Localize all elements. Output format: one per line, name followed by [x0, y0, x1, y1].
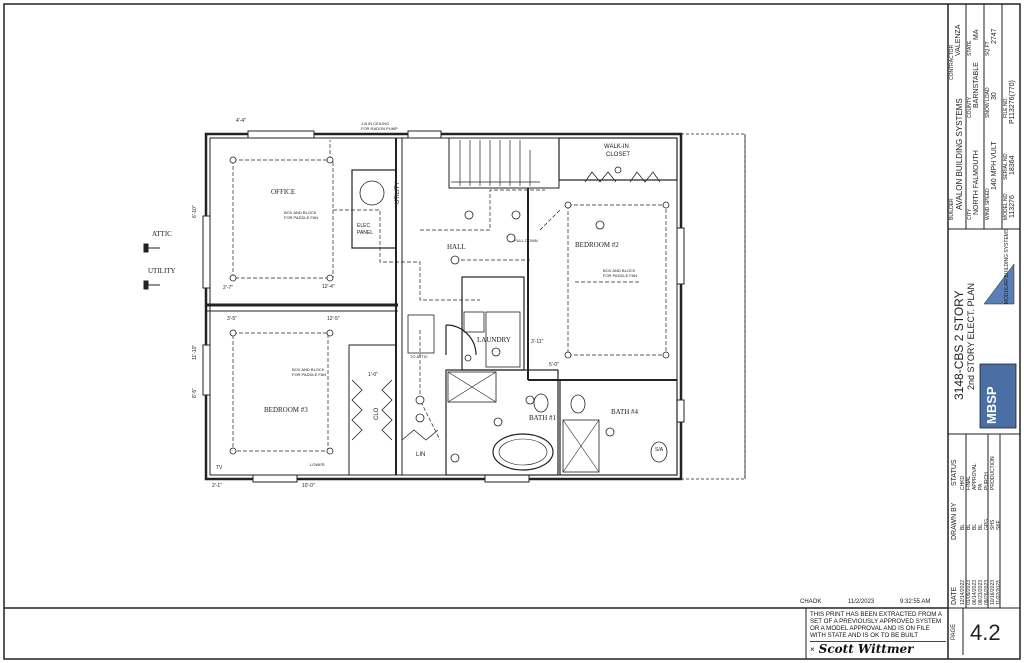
- tb-sheet-title-1: 3148-CBS 2 STORY: [952, 290, 966, 400]
- tb-logo: MBSP: [984, 386, 999, 424]
- room-label-walkin-2: CLOSET: [606, 152, 631, 158]
- dim-d5: 2'-1": [212, 483, 222, 489]
- note-paddle-office-1: BOX AND BLOCK: [284, 210, 317, 215]
- dim-d4: 12'-5": [327, 316, 340, 322]
- tb-page-label: PAGE: [951, 623, 957, 640]
- tb-page-number: 4.2: [970, 620, 1001, 645]
- chaok-label: CHAOK: [800, 599, 822, 605]
- label-utility: UTILITY: [148, 267, 176, 275]
- note-to-attic: TO ATTIC: [410, 354, 428, 359]
- dim-left-b: 11'-10": [192, 344, 198, 360]
- dim-d8: 1'-0": [368, 372, 378, 378]
- room-label-bedroom-2: BEDROOM #2: [575, 241, 619, 249]
- stamp-line-4: WITH STATE AND IS OK TO BE BUILT: [810, 632, 919, 639]
- room-label-utility: UTILITY: [395, 181, 401, 204]
- stamp-x-mark: ×: [810, 644, 815, 654]
- dim-top-a: 4'-4": [236, 118, 246, 124]
- tb-date-header: DATE: [951, 586, 958, 605]
- tb-wind-label: WIND SPEED: [985, 188, 991, 220]
- note-lower: LOWER: [310, 462, 325, 467]
- note-paddle-bed3-2: FOR PADDLE FAN: [292, 372, 327, 377]
- dim-d7: 5'-0": [549, 362, 559, 368]
- rev-by-6: SKF: [996, 520, 1002, 530]
- dim-d9: 3'-11": [531, 339, 544, 345]
- tb-status-header: STATUS: [951, 459, 958, 486]
- room-label-walkin-1: WALK-IN: [604, 144, 629, 150]
- room-label-laundry: LAUNDRY: [477, 336, 511, 344]
- room-label-hall: HALL: [447, 243, 466, 251]
- room-label-bath-4: BATH #4: [611, 408, 639, 416]
- tb-builder: AVALON BUILDING SYSTEMS: [955, 98, 964, 210]
- label-sa: S/A: [655, 447, 664, 453]
- tb-serial: 18364: [1009, 155, 1016, 175]
- tb-snow: 30: [991, 92, 998, 100]
- dim-left-a: 6'-10": [192, 205, 198, 218]
- note-paddle-bed2-2: FOR PADDLE FAN: [603, 273, 638, 278]
- tb-state-label: STATE: [967, 40, 973, 56]
- note-elec-panel-2: PANEL: [357, 230, 374, 236]
- stamp-line-2: SET OF A PREVIOUSLY APPROVED SYSTEM: [810, 618, 942, 625]
- tb-contractor: VALENZA: [955, 24, 962, 56]
- tb-county: BARNSTABLE: [973, 62, 980, 108]
- rev-date-6: 11/02/2023: [996, 580, 1002, 605]
- room-label-clo: CLO: [374, 407, 380, 420]
- note-elec-panel-1: ELEC: [357, 223, 371, 229]
- tb-wind: 140 MPH VULT: [991, 141, 998, 191]
- dim-d1: 2'-7": [223, 285, 233, 291]
- chaok-time: 9:32:55 AM: [900, 599, 931, 605]
- dim-left-c: 8'-5": [192, 388, 198, 398]
- room-label-lin: LIN: [416, 452, 426, 458]
- tb-city: NORTH FALMOUTH: [973, 150, 980, 215]
- note-paddle-office-2: FOR PADDLE FAN: [284, 215, 319, 220]
- approval-stamp: THIS PRINT HAS BEEN EXTRACTED FROM A SET…: [810, 611, 946, 657]
- note-pull-down: PULL DOWN: [514, 238, 538, 243]
- note-radon-2: FOR RADON PUMP: [361, 126, 398, 131]
- title-block-frame: [948, 4, 1020, 655]
- chaok-date: 11/2/2023: [848, 599, 875, 605]
- dim-d6: 10'-0": [302, 483, 315, 489]
- room-label-bath-1: BATH #1: [529, 414, 557, 422]
- note-paddle-bed3-1: BOX AND BLOCK: [292, 367, 325, 372]
- stamp-line-1: THIS PRINT HAS BEEN EXTRACTED FROM A: [810, 611, 942, 618]
- tb-sheet-title-2: 2nd STORY ELECT. PLAN: [966, 282, 976, 390]
- room-label-bedroom-3: BEDROOM #3: [264, 406, 308, 414]
- tb-logo-sub: MODULAR BUILDING SYSTEMS: [1004, 228, 1010, 304]
- stamp-line-3: OR A MODEL APPROVAL AND IS ON FILE: [810, 625, 930, 632]
- tb-file: P113276(770): [1009, 80, 1016, 124]
- room-label-office: OFFICE: [271, 188, 296, 196]
- note-radon-1: J-B IN CEILING: [361, 121, 390, 126]
- note-paddle-bed2-1: BOX AND BLOCK: [603, 268, 636, 273]
- label-attic: ATTIC: [152, 230, 172, 238]
- stamp-signature: Scott Wittmer: [818, 642, 914, 656]
- rev-status-5: PRODUCTION: [990, 456, 996, 490]
- dim-d2: 12'-4": [322, 284, 335, 290]
- tb-drawn-header: DRAWN BY: [951, 502, 958, 540]
- tb-model: 113276: [1009, 195, 1016, 218]
- dim-d3: 3'-5": [227, 316, 237, 322]
- label-tv: TV: [216, 465, 223, 471]
- tb-sqft: 2747: [991, 28, 998, 44]
- tb-state: MA: [973, 29, 980, 41]
